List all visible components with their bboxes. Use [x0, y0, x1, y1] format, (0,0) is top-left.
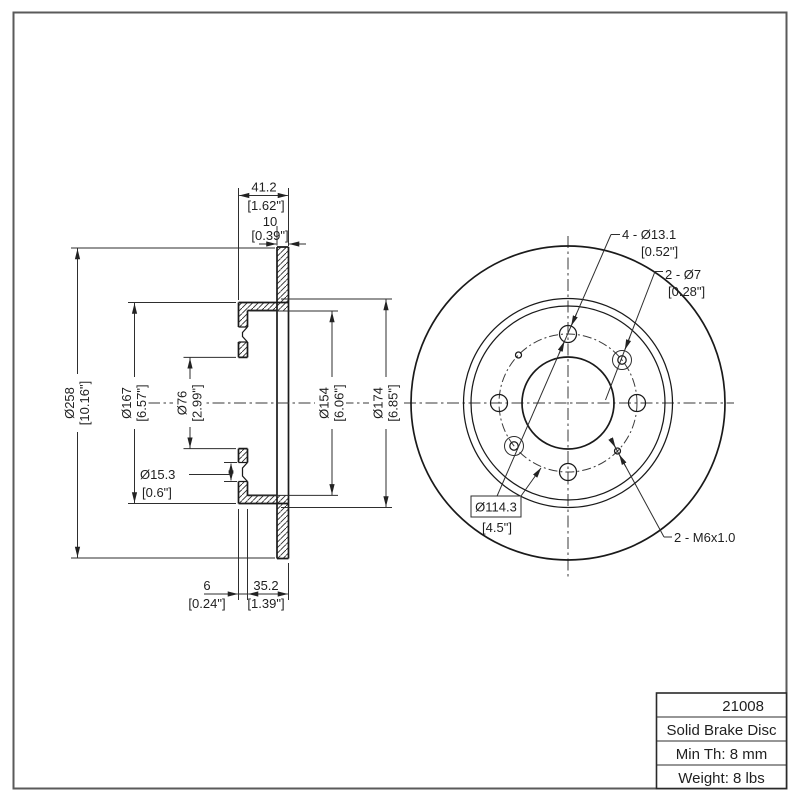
dim-outer-diameter-mm: Ø258 [62, 387, 77, 419]
callout-thread-holes: 2 - M6x1.0 [608, 437, 735, 545]
dim-hat-diameter-mm: Ø167 [119, 387, 134, 419]
callout-pin-holes: 2 - Ø7 [0.28"] [605, 267, 705, 401]
callout-thread-holes: 2 - M6x1.0 [674, 530, 735, 545]
dim-hat-diameter-in: [6.57"] [134, 384, 149, 421]
section-hatching [238, 247, 289, 559]
callout-bolt-circle: Ø114.3 [4.5"] [470, 467, 542, 535]
band-inner-circle [462, 297, 674, 509]
callout-pin-holes-in: [0.28"] [668, 284, 705, 299]
dim-bolt-hole-mm: Ø15.3 [140, 467, 175, 482]
thread-holes [514, 351, 622, 455]
dim-wall-in: [0.24"] [188, 596, 225, 611]
dim-outer-diameter: Ø258 [10.16"] [60, 247, 275, 559]
center-bore-circle [521, 356, 615, 450]
dim-hat-inner-diameter-mm: Ø154 [317, 387, 332, 419]
dim-hat-depth-in: [1.39"] [247, 596, 284, 611]
outer-circle [410, 245, 726, 561]
dim-overall-width-in: [1.62"] [247, 198, 284, 213]
callout-lug-holes-mm: 4 - Ø13.1 [622, 227, 676, 242]
callout-lug-holes: 4 - Ø13.1 [0.52"] [493, 227, 678, 504]
callout-lug-holes-in: [0.52"] [641, 244, 678, 259]
title-block: 21008 Solid Brake Disc Min Th: 8 mm Weig… [655, 692, 788, 790]
section-bolt-holes [238, 326, 248, 483]
title-weight: Weight: 8 lbs [678, 770, 764, 787]
section-view: 41.2 [1.62"] 10 [0.39"] Ø258 [10.16"] [60, 180, 401, 611]
dim-overall-width: 41.2 [1.62"] [238, 180, 289, 300]
callout-bolt-circle-mm: Ø114.3 [475, 500, 517, 515]
front-view: 4 - Ø13.1 [0.52"] 2 - Ø7 [0.28"] 2 - M6x… [404, 227, 735, 577]
dim-band-inner-diameter: Ø174 [6.85"] [281, 298, 401, 508]
dim-disc-thickness: 10 [0.39"] [251, 214, 306, 247]
dim-disc-thickness-in: [0.39"] [251, 228, 288, 243]
title-min-thickness: Min Th: 8 mm [676, 746, 767, 763]
dim-hat-inner-diameter-in: [6.06"] [332, 384, 347, 421]
dim-bolt-hole-in: [0.6"] [142, 485, 172, 500]
callout-pin-holes-mm: 2 - Ø7 [665, 267, 701, 282]
dim-center-bore: Ø76 [2.99"] [173, 356, 236, 450]
dim-wall-and-depth: 6 [0.24"] 35.2 [1.39"] [188, 509, 289, 611]
dim-disc-thickness-mm: 10 [263, 214, 277, 229]
dim-hat-depth-mm: 35.2 [253, 578, 278, 593]
dim-band-inner-diameter-in: [6.85"] [386, 384, 401, 421]
dim-band-inner-diameter-mm: Ø174 [371, 387, 386, 419]
hat-edge-circle [470, 305, 666, 501]
dim-hat-diameter: Ø167 [6.57"] [117, 302, 236, 504]
dim-hat-inner-diameter: Ø154 [6.06"] [250, 310, 347, 496]
title-product-type: Solid Brake Disc [666, 722, 777, 739]
dim-outer-diameter-in: [10.16"] [77, 381, 92, 425]
sheet-border [12, 11, 788, 790]
title-part-number: 21008 [722, 698, 764, 715]
lug-holes [489, 324, 647, 482]
dim-overall-width-mm: 41.2 [251, 180, 276, 195]
dim-center-bore-mm: Ø76 [175, 391, 190, 416]
dim-center-bore-in: [2.99"] [190, 384, 205, 421]
callout-bolt-circle-in: [4.5"] [482, 520, 512, 535]
dim-wall-mm: 6 [203, 578, 210, 593]
dim-bolt-hole: Ø15.3 [0.6"] [140, 462, 237, 500]
